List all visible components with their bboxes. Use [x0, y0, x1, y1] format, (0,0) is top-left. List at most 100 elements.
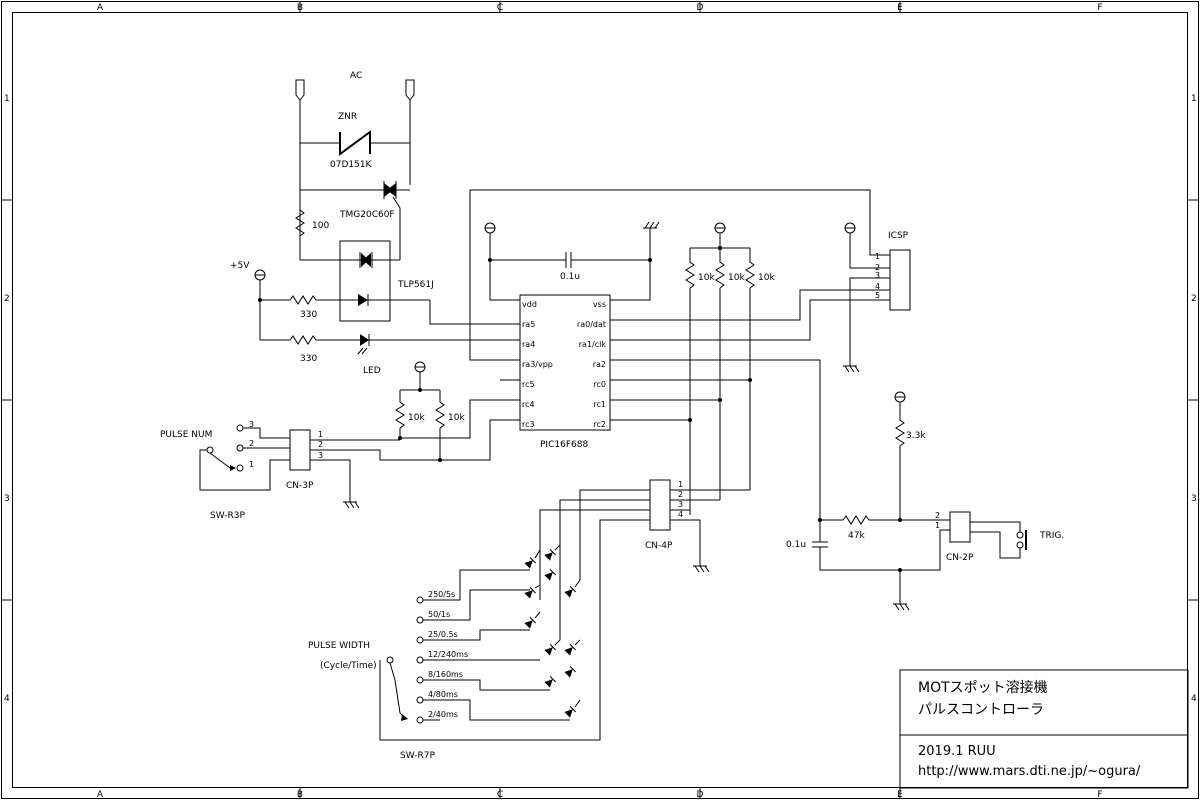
mcu-pic16f688: vdd ra5 ra4 ra3/vpp rc5 rc4 rc3 vss ra0/…	[519, 294, 611, 450]
row-label-2: 2	[4, 294, 10, 304]
trig-series-label: 47k	[848, 531, 865, 541]
gate-resistor-100: 100	[295, 209, 360, 261]
diode-matrix	[524, 544, 581, 718]
date-author: 2019.1 RUU	[918, 744, 996, 759]
icsp-connector: ICSP 1 2 3 4 5	[843, 222, 911, 373]
row-label-3: 3	[4, 494, 10, 504]
title-block: MOTスポット溶接機 パルスコントローラ 2019.1 RUU http://w…	[899, 669, 1189, 789]
pw-position: 250/5s	[428, 590, 455, 599]
col-label-d: D	[697, 790, 704, 800]
pulse-width-label: PULSE WIDTH	[308, 641, 370, 651]
pw-position: 4/80ms	[428, 690, 458, 699]
sw-r7p-label: SW-R7P	[400, 751, 435, 761]
cn3p-label: CN-3P	[286, 481, 314, 491]
mcu-label: PIC16F688	[540, 440, 588, 450]
mcu-power: 0.1u	[484, 221, 660, 301]
col-label-a: A	[97, 3, 104, 13]
optocoupler-label: TLP561J	[397, 280, 434, 290]
pullup-label: 10k	[728, 273, 745, 283]
cn2p-label: CN-2P	[946, 553, 974, 563]
resistor-330-b-and-led: 330 LED	[260, 334, 520, 376]
row-label-4: 4	[1191, 694, 1197, 704]
pin-label: vss	[593, 300, 606, 309]
supply-5v: +5V	[230, 261, 266, 340]
pin-label: rc4	[522, 400, 535, 409]
pulse-num-label: PULSE NUM	[160, 430, 212, 440]
pulse-width-switch: PULSE WIDTH (Cycle/Time) SW-R7P 250/5s 5…	[308, 569, 570, 761]
sw-r3p-label: SW-R3P	[210, 511, 245, 521]
cn4p-pin: 3	[678, 500, 683, 509]
pulse-num-pos: 1	[249, 460, 254, 469]
pw-position: 12/240ms	[428, 650, 468, 659]
icsp-pin: 5	[875, 291, 880, 300]
optocoupler-tlp561j: TLP561J	[339, 240, 434, 322]
icsp-label: ICSP	[888, 231, 909, 241]
icsp-pin: 3	[875, 271, 880, 280]
row-label-4: 4	[4, 694, 10, 704]
pin-label: ra5	[522, 320, 535, 329]
triac-label: TMG20C60F	[339, 210, 395, 220]
pullup-resistors-top: 10k 10k 10k	[685, 222, 775, 515]
varistor-znr: ZNR 07D151K	[300, 112, 410, 170]
pin-label: ra2	[593, 360, 606, 369]
pullup-resistors-switch: 10k 10k	[395, 361, 520, 462]
col-label-b: B	[297, 790, 303, 800]
icsp-pin: 4	[875, 282, 880, 291]
row-label-1: 1	[4, 94, 10, 104]
ac-label: AC	[350, 71, 362, 81]
title-line-2: パルスコントローラ	[918, 702, 1044, 718]
cn4p-pin: 1	[678, 480, 683, 489]
pulse-num-switch: PULSE NUM 3 2 1 SW-R3P	[160, 420, 290, 521]
cn3p-pin: 3	[318, 451, 323, 460]
mcu-right-nets	[610, 289, 890, 520]
pulse-num-pos: 2	[249, 439, 254, 448]
trig-cap-label: 0.1u	[786, 540, 806, 550]
pw-position: 8/160ms	[428, 670, 463, 679]
cn4p-pin: 2	[678, 490, 683, 499]
cn3p-pin: 2	[318, 440, 323, 449]
pullup-label: 10k	[408, 413, 425, 423]
col-label-f: F	[1097, 790, 1102, 800]
pw-position: 50/1s	[428, 610, 450, 619]
pin-label: rc2	[593, 420, 606, 429]
cn3p-pin: 1	[318, 430, 323, 439]
pin-label: ra3/vpp	[522, 360, 553, 369]
icsp-pin: 1	[875, 252, 880, 261]
res-330-a-label: 330	[300, 310, 317, 320]
znr-label: ZNR	[338, 112, 357, 122]
border-row-labels-right: 1 2 3 4	[1191, 94, 1197, 704]
pullup-label: 10k	[758, 273, 775, 283]
row-label-1: 1	[1191, 94, 1197, 104]
pin-label: vdd	[522, 300, 537, 309]
row-label-3: 3	[1191, 494, 1197, 504]
res-330-b-label: 330	[300, 354, 317, 364]
cn2p-pin: 1	[935, 521, 940, 530]
znr-part-label: 07D151K	[330, 160, 373, 170]
cn2p-pin: 2	[935, 511, 940, 520]
cn4p-label: CN-4P	[645, 541, 673, 551]
triac: TMG20C60F	[300, 181, 410, 258]
col-label-e: E	[897, 3, 903, 13]
resistor-330-a: 330	[260, 295, 520, 325]
led-label: LED	[363, 366, 381, 376]
pullup-label: 10k	[448, 413, 465, 423]
pin-label: ra1/clk	[579, 340, 607, 349]
trig-pullup-label: 3.3k	[906, 431, 926, 441]
pin-label: rc0	[593, 380, 606, 389]
col-label-c: C	[497, 3, 503, 13]
col-label-b: B	[297, 3, 303, 13]
row-label-2: 2	[1191, 294, 1197, 304]
border-column-labels-top: A B C D E F	[97, 3, 1103, 13]
col-label-a: A	[97, 790, 104, 800]
vpp-net	[469, 189, 890, 361]
title-line-1: MOTスポット溶接機	[918, 679, 1048, 696]
pin-label: rc5	[522, 380, 535, 389]
col-label-f: F	[1097, 3, 1102, 13]
pulse-width-sub-label: (Cycle/Time)	[320, 661, 377, 671]
website-url: http://www.mars.dti.ne.jp/~ogura/	[918, 764, 1141, 779]
resistor-100-label: 100	[312, 221, 329, 231]
ac-terminals: AC	[295, 71, 415, 260]
pullup-label: 10k	[698, 273, 715, 283]
pin-label: ra4	[522, 340, 535, 349]
